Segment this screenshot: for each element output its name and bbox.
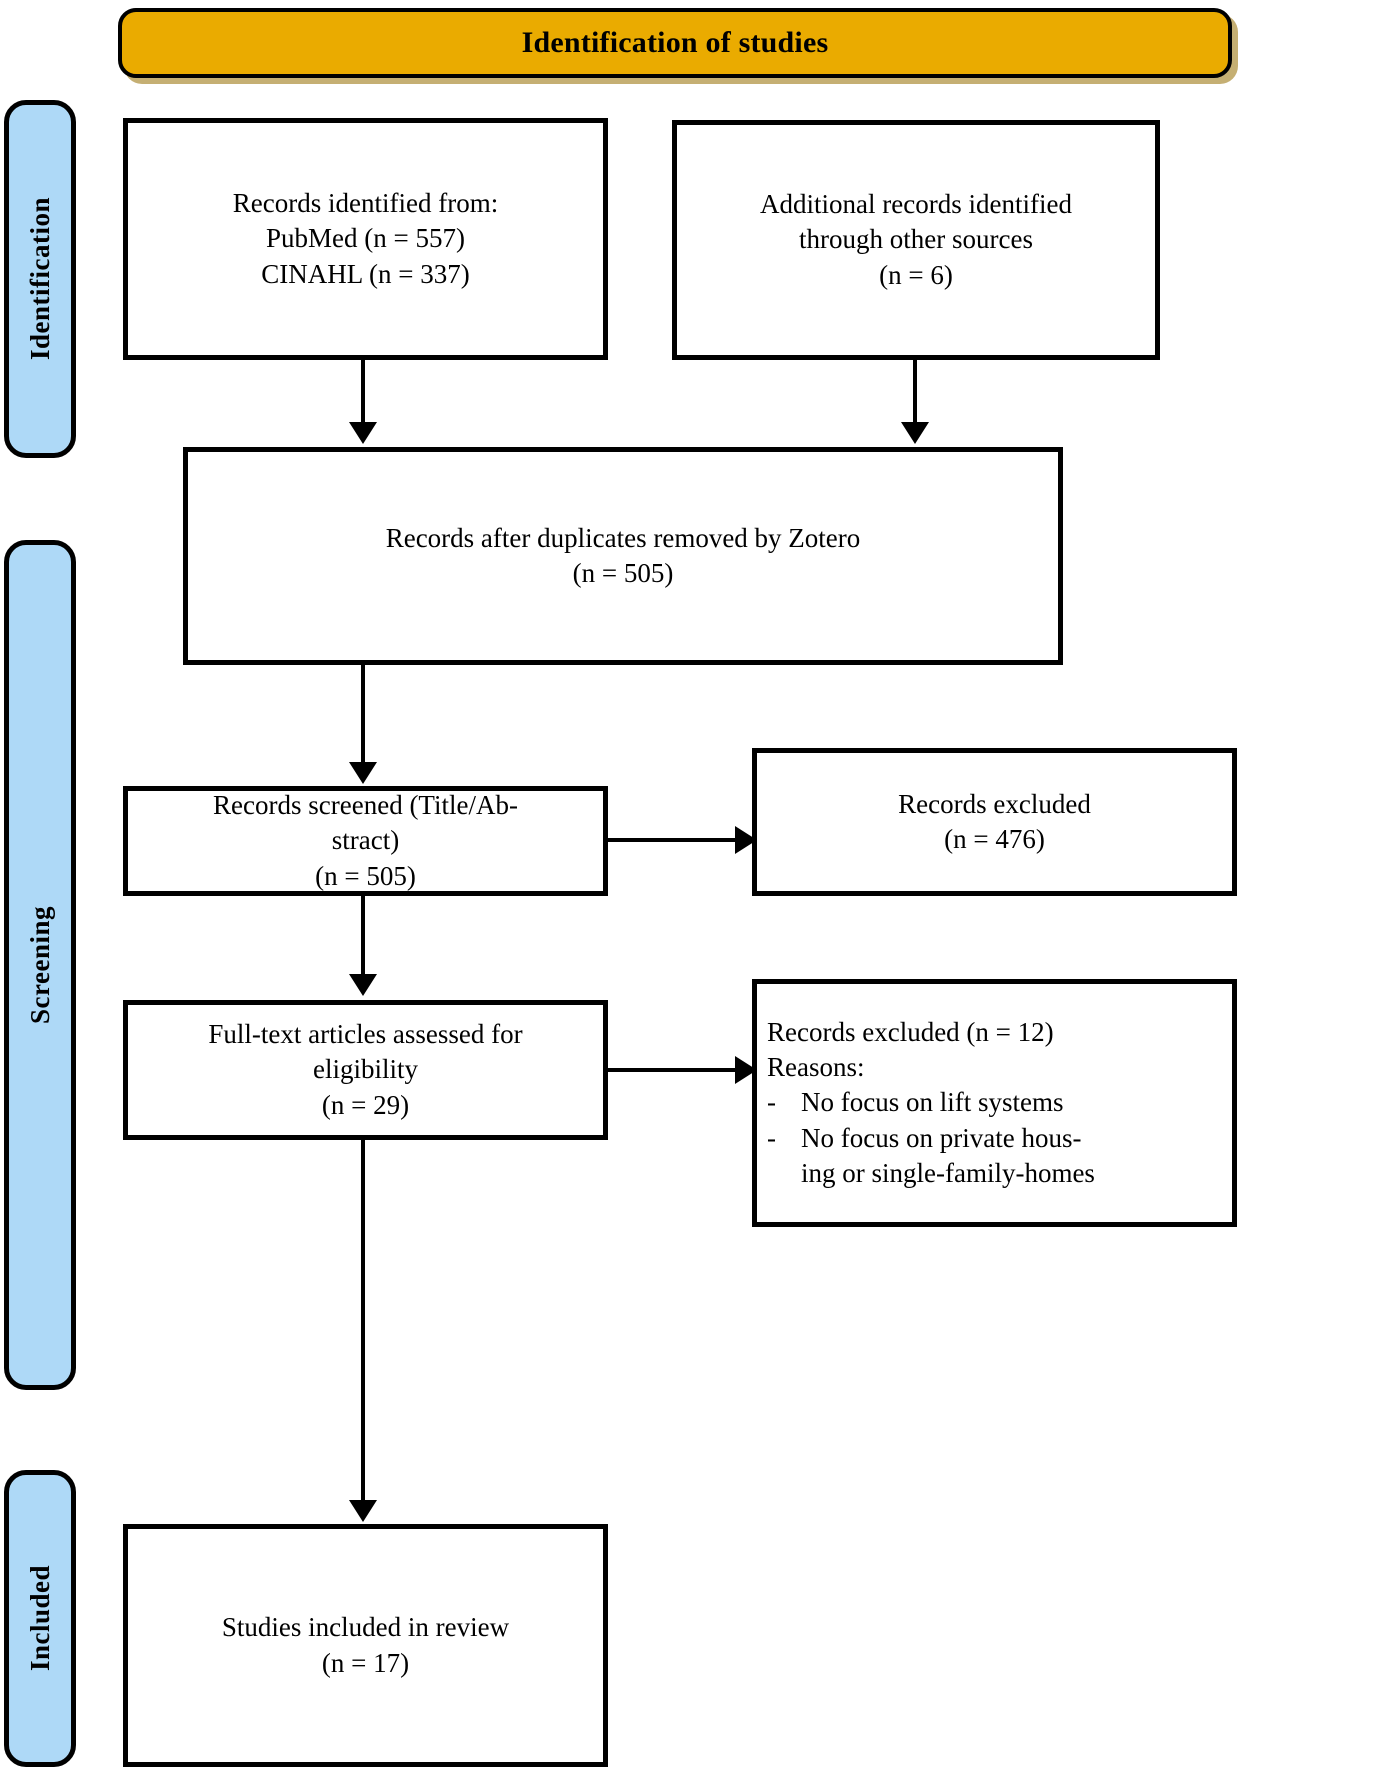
records-excluded-screening-line-2: (n = 476) bbox=[944, 824, 1045, 854]
arrowhead-additional-to-duplicates bbox=[901, 422, 929, 444]
stage-label-screening: Screening bbox=[24, 906, 55, 1024]
additional-records-line-1: Additional records identified bbox=[760, 189, 1072, 220]
stage-tab-identification: Identification bbox=[4, 100, 76, 458]
arrowhead-fulltext-to-included bbox=[349, 1500, 377, 1522]
connector-duplicates-to-screened bbox=[361, 665, 365, 764]
node-fulltext-assessed: Full-text articles assessed for eligibil… bbox=[123, 1000, 608, 1140]
arrowhead-identified-to-duplicates bbox=[349, 422, 377, 444]
records-identified-line-2: PubMed (n = 557) bbox=[266, 223, 465, 254]
connector-identified-to-duplicates bbox=[361, 360, 365, 424]
fulltext-assessed-line-3: (n = 29) bbox=[321, 1089, 410, 1120]
stage-label-identification: Identification bbox=[24, 197, 55, 361]
after-duplicates-line-2: (n = 505) bbox=[572, 558, 674, 588]
stage-tab-included: Included bbox=[4, 1470, 76, 1767]
bullet-dash-2: - bbox=[767, 1122, 776, 1153]
records-identified-line-3: CINAHL (n = 337) bbox=[261, 258, 470, 289]
node-records-excluded-screening: Records excluded (n = 476) bbox=[752, 748, 1237, 896]
node-records-identified: Records identified from: PubMed (n = 557… bbox=[123, 118, 608, 360]
records-identified-line-1: Records identified from: bbox=[232, 188, 499, 219]
records-screened-line-2: stract) bbox=[331, 825, 400, 856]
records-screened-line-3: (n = 505) bbox=[315, 860, 416, 891]
exclusion-reason-item: - No focus on lift systems bbox=[767, 1085, 1222, 1120]
stage-label-included: Included bbox=[24, 1565, 55, 1672]
exclusion-reason-item: - No focus on private hous- ing or singl… bbox=[767, 1121, 1222, 1191]
arrowhead-fulltext-to-excluded bbox=[735, 1056, 757, 1084]
exclusion-reasons-list: - No focus on lift systems - No focus on… bbox=[767, 1085, 1222, 1190]
studies-included-line-2: (n = 17) bbox=[321, 1647, 410, 1678]
after-duplicates-line-1: Records after duplicates removed by Zote… bbox=[385, 522, 861, 553]
arrowhead-screened-to-excluded bbox=[735, 826, 757, 854]
stage-tab-screening: Screening bbox=[4, 540, 76, 1390]
connector-fulltext-to-included bbox=[361, 1140, 365, 1502]
connector-screened-to-excluded bbox=[608, 838, 738, 842]
studies-included-line-1: Studies included in review bbox=[221, 1612, 510, 1643]
node-after-duplicates: Records after duplicates removed by Zote… bbox=[183, 447, 1063, 665]
node-records-excluded-eligibility: Records excluded (n = 12) Reasons: - No … bbox=[752, 979, 1237, 1227]
connector-additional-to-duplicates bbox=[913, 360, 917, 424]
fulltext-assessed-line-1: Full-text articles assessed for bbox=[208, 1019, 523, 1050]
arrowhead-duplicates-to-screened bbox=[349, 762, 377, 784]
node-additional-records: Additional records identified through ot… bbox=[672, 120, 1160, 360]
connector-screened-to-fulltext bbox=[361, 896, 365, 976]
banner-title: Identification of studies bbox=[521, 26, 829, 59]
records-excluded-eligibility-reasons-label: Reasons: bbox=[767, 1052, 865, 1083]
bullet-dash-1: - bbox=[767, 1087, 776, 1118]
exclusion-reason-1-line-1: No focus on lift systems bbox=[801, 1087, 1064, 1118]
exclusion-reason-2-line-1: No focus on private hous- bbox=[801, 1122, 1082, 1153]
arrowhead-screened-to-fulltext bbox=[349, 974, 377, 996]
additional-records-line-2: through other sources bbox=[799, 224, 1033, 255]
node-studies-included: Studies included in review (n = 17) bbox=[123, 1524, 608, 1767]
identification-banner: Identification of studies bbox=[118, 8, 1232, 78]
records-excluded-screening-line-1: Records excluded bbox=[898, 788, 1091, 819]
fulltext-assessed-line-2: eligibility bbox=[313, 1054, 418, 1085]
records-excluded-eligibility-heading: Records excluded (n = 12) bbox=[767, 1017, 1054, 1048]
records-screened-line-1: Records screened (Title/Ab- bbox=[213, 790, 518, 821]
exclusion-reason-2-line-2: ing or single-family-homes bbox=[801, 1157, 1095, 1188]
connector-fulltext-to-excluded bbox=[608, 1068, 738, 1072]
additional-records-line-3: (n = 6) bbox=[879, 259, 953, 290]
node-records-screened: Records screened (Title/Ab- stract) (n =… bbox=[123, 786, 608, 896]
